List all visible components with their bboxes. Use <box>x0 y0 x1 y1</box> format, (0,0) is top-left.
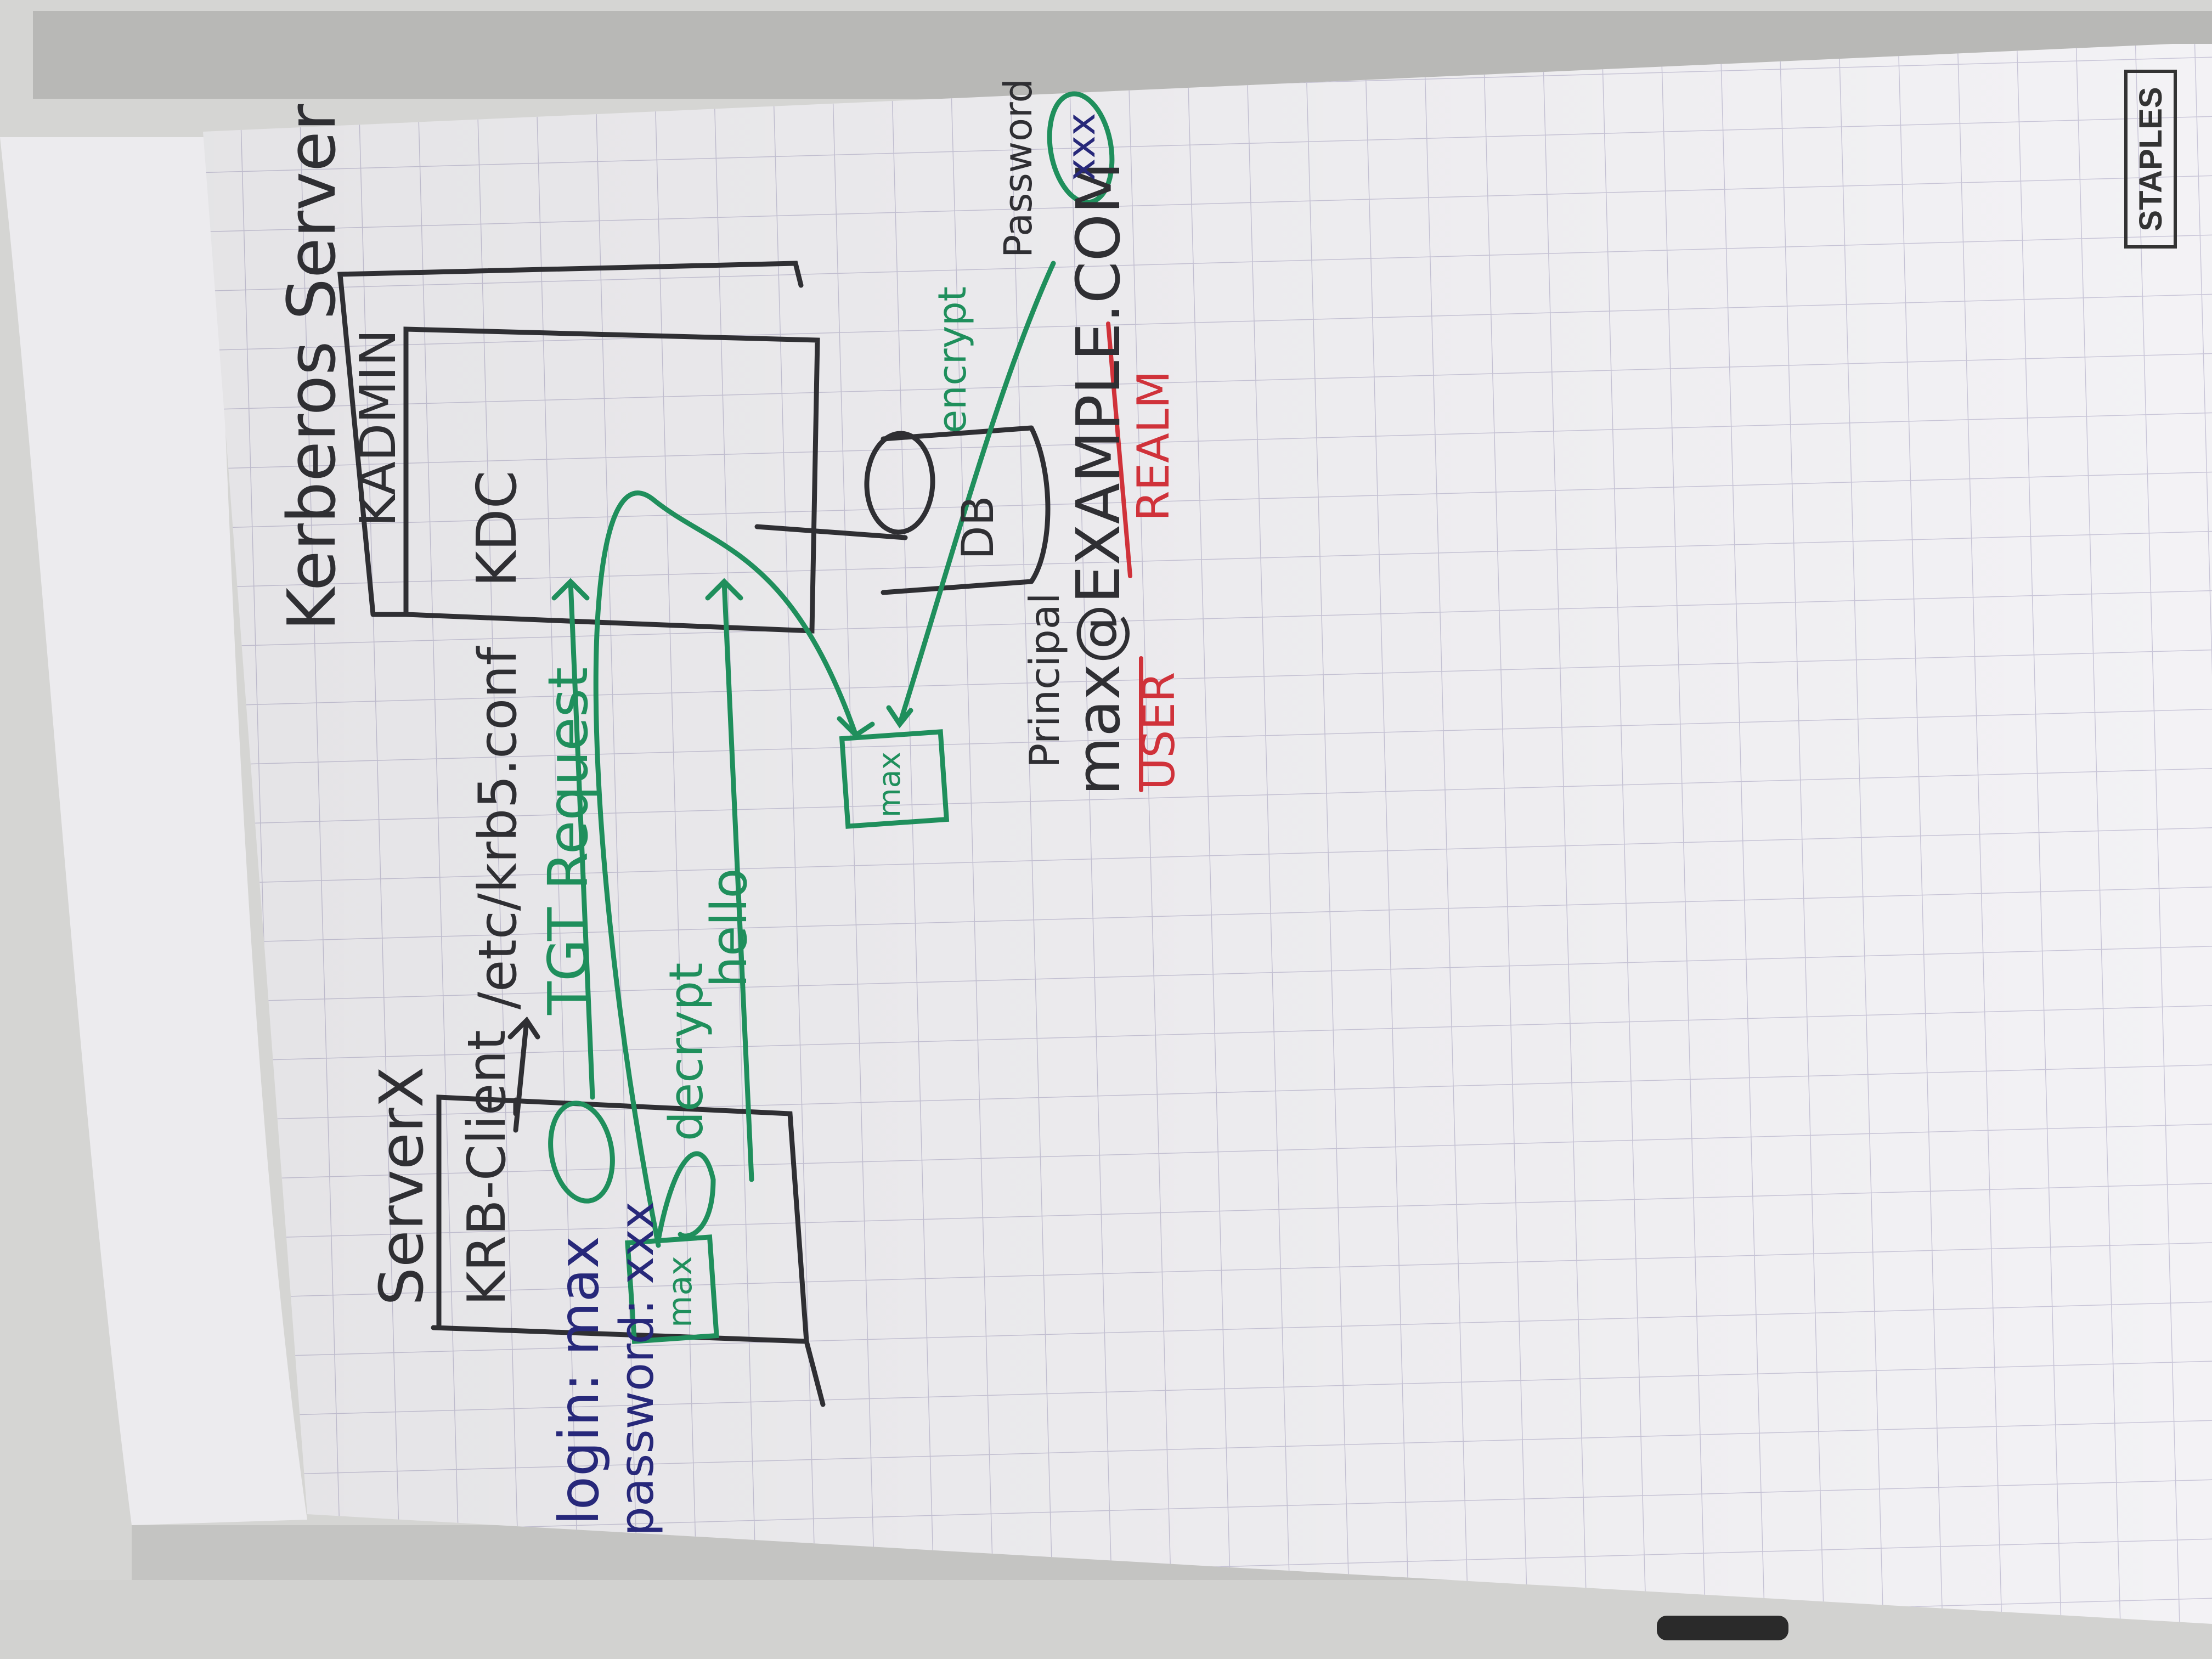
password-caption: Password <box>996 78 1041 258</box>
db-cylinder-top <box>864 431 935 535</box>
kadmin-box <box>337 261 804 617</box>
kdc-box <box>403 326 820 634</box>
kdc-curve-arrow <box>593 490 875 1248</box>
hello-arrow <box>705 578 754 1182</box>
user-tag: USER <box>1133 672 1184 790</box>
kdc-key-box <box>839 729 950 829</box>
green-ink-shapes <box>548 91 1115 1344</box>
krb-client-label: KRB-Client <box>457 1030 517 1306</box>
kadmin-label: KADMIN <box>349 329 407 527</box>
brand-text: STAPLES <box>2133 87 2169 231</box>
tgt-request-label: TGT Request <box>536 667 600 1015</box>
client-key-box <box>625 1234 719 1344</box>
serverx-label: ServerX <box>366 1066 437 1306</box>
realm-tag: REALM <box>1128 371 1179 521</box>
hello-label: hello <box>701 868 758 988</box>
kdc-key-label: max <box>872 752 907 817</box>
title-kerberos-server: Kerberos Server <box>274 104 351 631</box>
encrypt-label: encrypt <box>930 286 975 433</box>
black-ink-shapes <box>337 261 1051 1407</box>
principal-caption: Principal <box>1020 592 1069 768</box>
db-label: DB <box>952 496 1003 560</box>
red-underlines <box>1106 321 1143 792</box>
login-text: login: max <box>547 1236 611 1525</box>
password-value: xxx <box>1059 113 1104 181</box>
krb5-conf-path: /etc/krb5.conf <box>468 645 528 1009</box>
serverx-box <box>431 1094 826 1407</box>
decrypt-label: decrypt <box>659 962 714 1141</box>
paper-roll <box>0 137 307 1525</box>
principal-name: max@EXAMPLE.COM <box>1063 162 1133 795</box>
flipchart-clip <box>1657 1616 1788 1640</box>
client-key-label: max <box>661 1256 699 1328</box>
staples-logo: STAPLES <box>2124 70 2177 249</box>
db-cylinder-body <box>881 425 1051 595</box>
encrypt-arrow <box>886 261 1056 729</box>
kdc-label: KDC <box>465 471 529 587</box>
tgt-request-arrow <box>551 578 595 1100</box>
password-text: password: xxx <box>610 1201 664 1536</box>
